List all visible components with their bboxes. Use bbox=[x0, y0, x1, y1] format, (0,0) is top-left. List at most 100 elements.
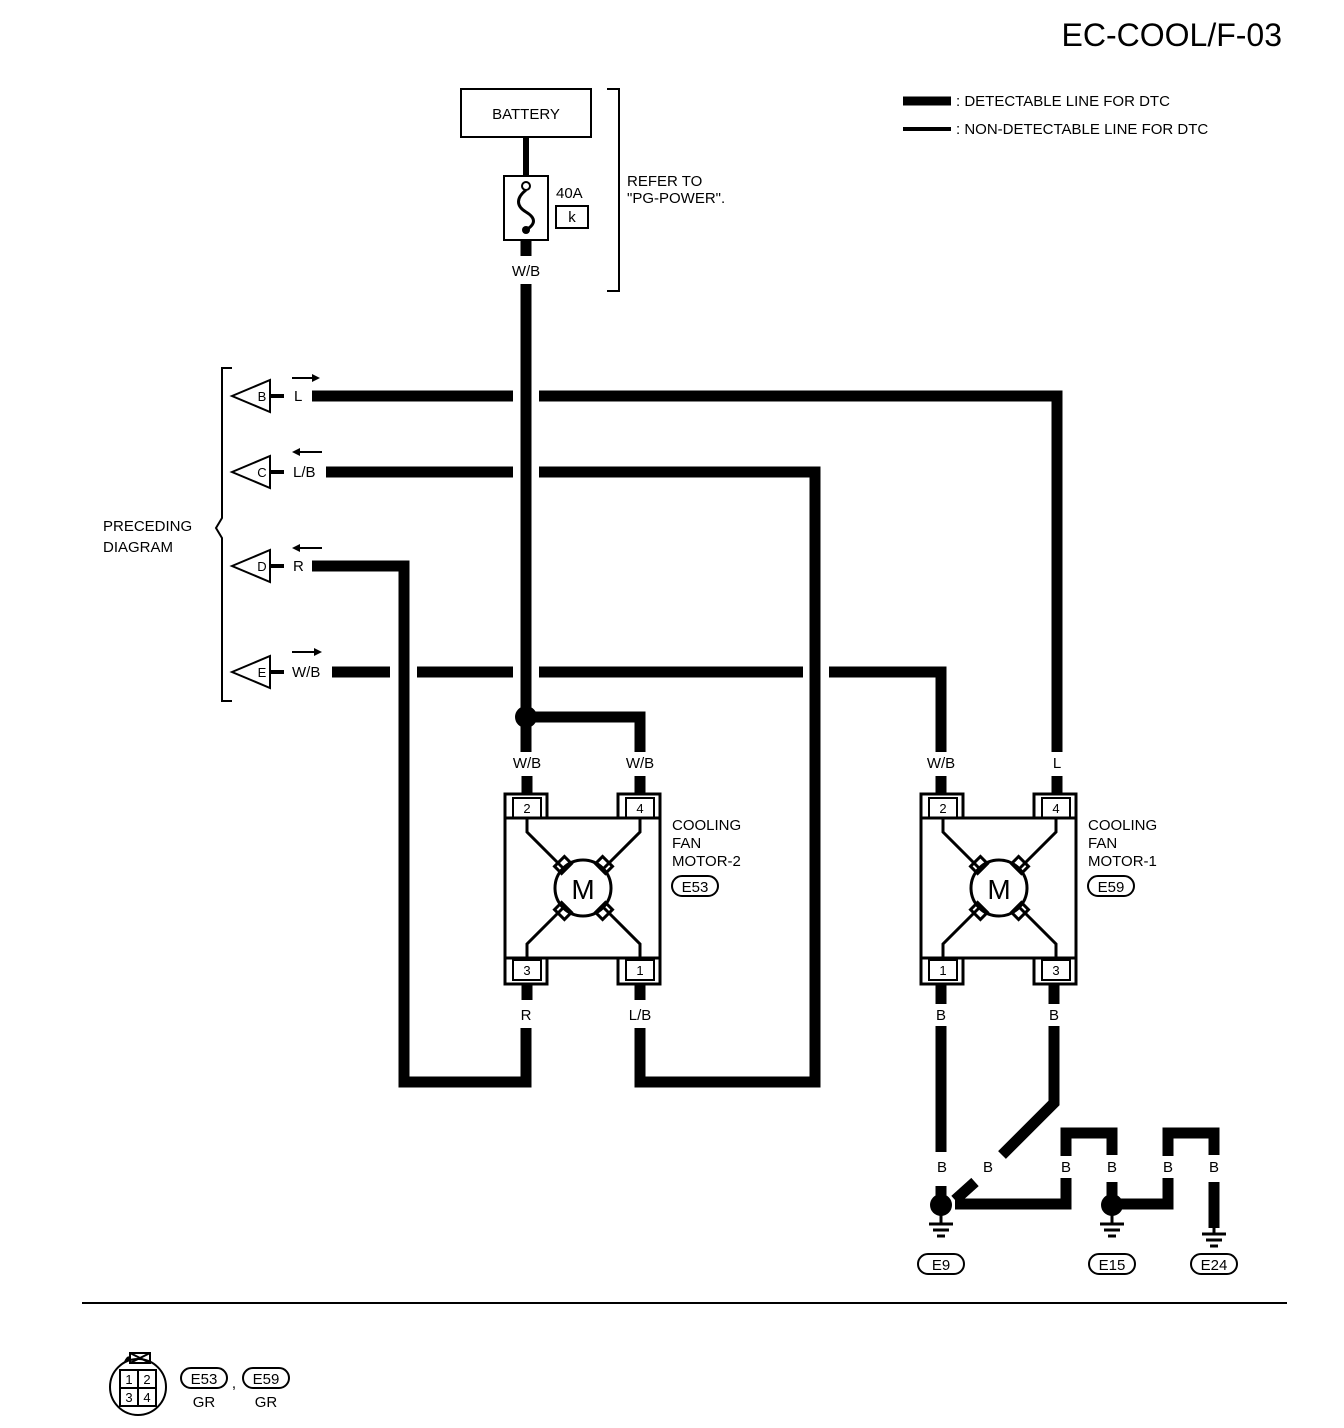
motor1-pin-tl: 2 bbox=[939, 801, 946, 816]
motor1-brush-1 bbox=[968, 854, 990, 876]
legend-non-detectable-text: : NON-DETECTABLE LINE FOR DTC bbox=[956, 121, 1208, 138]
ground-wire-diag: B bbox=[983, 1159, 993, 1176]
legend: : DETECTABLE LINE FOR DTC : NON-DETECTAB… bbox=[903, 93, 1208, 138]
motor1-name-1: COOLING bbox=[1088, 817, 1157, 834]
direction-arrowhead-b bbox=[312, 374, 320, 382]
motor2-wire-br: L/B bbox=[629, 1007, 652, 1024]
ground-wire-2: B bbox=[1107, 1159, 1117, 1176]
ground-e15-icon: E15 bbox=[1088, 1210, 1136, 1275]
legend-detectable-text: : DETECTABLE LINE FOR DTC bbox=[956, 93, 1170, 110]
motor2-brush-2 bbox=[593, 854, 615, 876]
direction-arrowhead-d bbox=[292, 544, 300, 552]
preceding-line2: DIAGRAM bbox=[103, 539, 173, 556]
motor2-wire-tl: W/B bbox=[513, 755, 541, 772]
wire-lb-b bbox=[539, 466, 821, 1088]
motor2-name-2: FAN bbox=[672, 835, 701, 852]
wire-label-wb: W/B bbox=[292, 664, 320, 681]
preceding-diagram: PRECEDING DIAGRAM B L C L/B D R E W/B bbox=[103, 367, 322, 702]
motor1-symbol bbox=[969, 858, 1029, 918]
key-conn-a-badge bbox=[180, 1367, 228, 1389]
ground-e9-icon: E9 bbox=[917, 1210, 965, 1275]
motor1-pin-box-br bbox=[1041, 959, 1071, 981]
motor1-pin-tr: 4 bbox=[1052, 801, 1059, 816]
motor1-wire-bl: B bbox=[936, 1007, 946, 1024]
key-pin-4: 4 bbox=[143, 1390, 150, 1405]
battery-wire-label: W/B bbox=[512, 263, 540, 280]
motor2-name-3: MOTOR-2 bbox=[672, 853, 741, 870]
key-color-a: GR bbox=[193, 1394, 216, 1411]
key-conn-b-badge bbox=[242, 1367, 290, 1389]
motor2-brush-3 bbox=[552, 900, 574, 922]
motor1-name-2: FAN bbox=[1088, 835, 1117, 852]
motor2-brush-4 bbox=[593, 900, 615, 922]
key-separator: , bbox=[232, 1375, 236, 1392]
ground-wire-3: B bbox=[1163, 1159, 1173, 1176]
cooling-fan-motor-1: 2 4 M 1 3 COOLING FAN MOTOR-1 E59 bbox=[919, 776, 1157, 1000]
page-id: EC-COOL/F-03 bbox=[1062, 17, 1282, 53]
wire-b-e9-e15 bbox=[955, 1127, 1118, 1210]
refer-line2: "PG-POWER". bbox=[627, 190, 725, 207]
wire-wb-splice-pin4 bbox=[526, 711, 646, 752]
wire-b-e15-e24 bbox=[1112, 1127, 1220, 1210]
connector-letter-d: D bbox=[257, 559, 266, 574]
ground-wire-4: B bbox=[1209, 1159, 1219, 1176]
refer-line1: REFER TO bbox=[627, 173, 702, 190]
connector-lock-tab bbox=[129, 1352, 151, 1364]
motor1-brush-2 bbox=[1009, 854, 1031, 876]
wire-l-b bbox=[539, 390, 1063, 752]
wires bbox=[312, 284, 1220, 1228]
fuse-rating: 40A bbox=[556, 185, 583, 202]
motor2-name-1: COOLING bbox=[672, 817, 741, 834]
ground-wire-e9: B bbox=[937, 1159, 947, 1176]
motor2-symbol bbox=[553, 858, 613, 918]
motor1-pin-br: 3 bbox=[1052, 963, 1059, 978]
motor1-connector-badge bbox=[1087, 875, 1135, 897]
motor2-pin-box-br bbox=[625, 959, 655, 981]
motor2-body bbox=[503, 816, 662, 960]
motor2-internal bbox=[525, 818, 642, 958]
wire-wb-e-d bbox=[829, 666, 947, 752]
splice-e9 bbox=[930, 1194, 952, 1216]
motor2-wire-tr: W/B bbox=[626, 755, 654, 772]
refer-bracket bbox=[607, 88, 620, 292]
motor2-pin-bl: 3 bbox=[523, 963, 530, 978]
key-conn-a: E53 bbox=[191, 1371, 218, 1388]
key-color-b: GR bbox=[255, 1394, 278, 1411]
key-pin-3: 3 bbox=[125, 1390, 132, 1405]
connector-letter-e: E bbox=[258, 665, 267, 680]
key-conn-b: E59 bbox=[253, 1371, 280, 1388]
motor2-brush-1 bbox=[552, 854, 574, 876]
direction-arrowhead-c bbox=[292, 448, 300, 456]
motor1-pin-box-bl bbox=[928, 959, 958, 981]
wire-labels: W/B W/B R L/B W/B L B B B B B B B B bbox=[508, 752, 1224, 1178]
wire-label-r: R bbox=[293, 558, 304, 575]
wire-b-motor1-pin3 bbox=[998, 990, 1060, 1159]
direction-arrowhead-e bbox=[314, 648, 322, 656]
motor2-connector-badge bbox=[671, 875, 719, 897]
motor1-connector: E59 bbox=[1098, 879, 1125, 896]
battery-block: BATTERY 40A k W/B REFER TO "PG-POWER". bbox=[460, 88, 725, 292]
ground-wire-1: B bbox=[1061, 1159, 1071, 1176]
fuse-terminal-bottom bbox=[522, 226, 530, 234]
ground-e24-label: E24 bbox=[1201, 1257, 1228, 1274]
connector-letter-c: C bbox=[257, 465, 266, 480]
wire-label-l: L bbox=[294, 388, 302, 405]
key-pin-2: 2 bbox=[143, 1372, 150, 1387]
wire-label-lb: L/B bbox=[293, 464, 316, 481]
battery-label: BATTERY bbox=[492, 106, 560, 123]
fuse-element bbox=[517, 188, 535, 232]
motor1-wire-br: B bbox=[1049, 1007, 1059, 1024]
fuse-id: k bbox=[568, 209, 576, 226]
ground-e15-label: E15 bbox=[1099, 1257, 1126, 1274]
ground-e24-icon: E24 bbox=[1190, 1228, 1238, 1275]
connector-key: 1 2 3 4 E53 , E59 GR GR bbox=[109, 1352, 290, 1416]
connector-letter-b: B bbox=[258, 389, 267, 404]
motor2-pin-tr: 4 bbox=[636, 801, 643, 816]
motor2-pin-br: 1 bbox=[636, 963, 643, 978]
motor1-internal bbox=[941, 818, 1058, 958]
motor1-symbol-m: M bbox=[987, 874, 1010, 905]
motor1-wire-tr: L bbox=[1053, 755, 1061, 772]
motor1-brush-3 bbox=[968, 900, 990, 922]
preceding-bracket bbox=[214, 367, 232, 702]
